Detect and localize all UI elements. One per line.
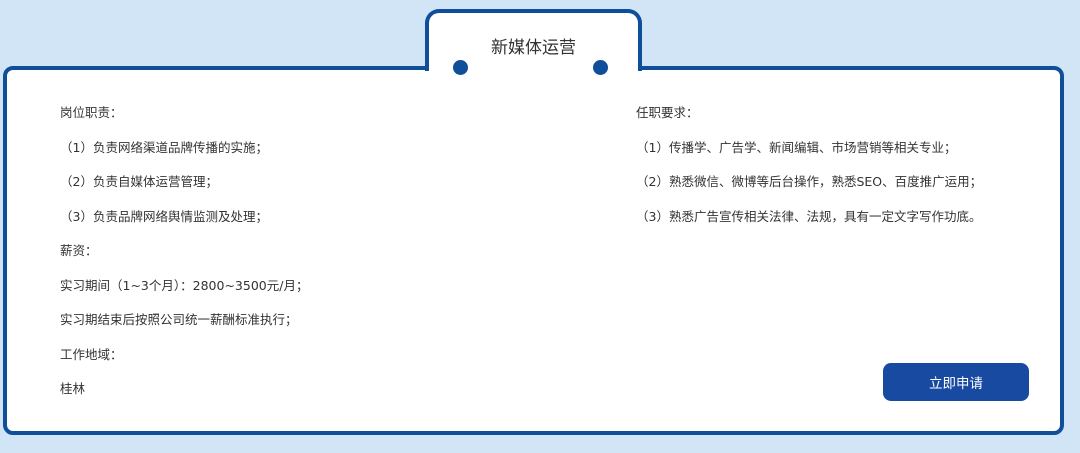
right-dot-decoration — [593, 60, 608, 75]
duties-heading: 岗位职责： — [60, 105, 123, 120]
job-title: 新媒体运营 — [491, 38, 576, 58]
tab-connector — [429, 66, 638, 72]
duty-item: （2）负责自媒体运营管理； — [60, 174, 218, 189]
duty-item: （3）负责品牌网络舆情监测及处理； — [60, 208, 268, 224]
salary-item: 实习期结束后按照公司统一薪酬标准执行； — [60, 312, 298, 327]
location-value: 桂林 — [60, 381, 86, 396]
requirement-item: （2）熟悉微信、微博等后台操作，熟悉SEO、百度推广运用； — [636, 174, 983, 189]
requirements-heading: 任职要求： — [636, 105, 699, 120]
left-column: 岗位职责： （1）负责网络渠道品牌传播的实施； （2）负责自媒体运营管理； （3… — [60, 96, 308, 407]
right-column: 任职要求： （1）传播学、广告学、新闻编辑、市场营销等相关专业； （2）熟悉微信… — [636, 96, 982, 234]
salary-item: 实习期间（1~3个月）：2800~3500元/月； — [60, 277, 309, 293]
duty-item: （1）负责网络渠道品牌传播的实施； — [60, 139, 268, 155]
apply-now-button[interactable]: 立即申请 — [883, 363, 1029, 401]
salary-heading: 薪资： — [60, 243, 98, 258]
requirement-item: （3）熟悉广告宣传相关法律、法规，具有一定文字写作功底。 — [636, 208, 982, 224]
left-dot-decoration — [453, 60, 468, 75]
requirement-item: （1）传播学、广告学、新闻编辑、市场营销等相关专业； — [636, 139, 957, 155]
location-heading: 工作地域： — [60, 346, 123, 362]
